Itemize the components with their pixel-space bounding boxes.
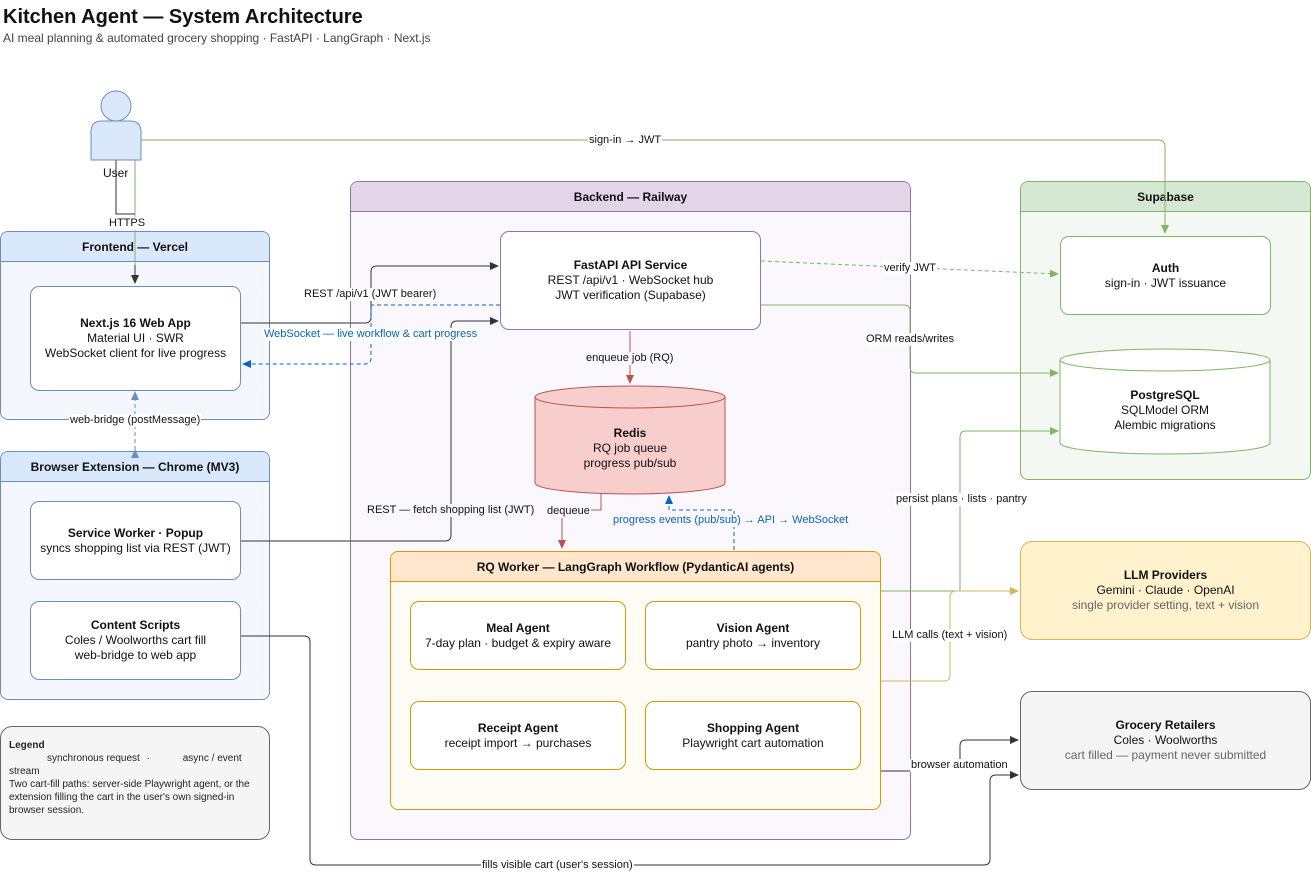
receipt-agent-title: Receipt Agent <box>477 720 559 735</box>
auth-title: Auth <box>1151 260 1180 275</box>
retailers-title: Grocery Retailers <box>1115 718 1216 732</box>
content-scripts-line: web-bridge to web app <box>74 648 197 662</box>
legend-async-label: async / event <box>182 753 242 764</box>
shopping-agent-title: Shopping Agent <box>706 720 800 735</box>
postgres-line: SQLModel ORM <box>1120 402 1210 417</box>
redis-node: Redis RQ job queue progress pub/sub <box>535 418 725 478</box>
edge-label-rest-api: REST /api/v1 (JWT bearer) <box>303 288 438 301</box>
service-worker-node: Service Worker · Popup syncs shopping li… <box>30 501 241 580</box>
legend-row: synchronous request · async / event <box>9 752 261 765</box>
legend-title: Legend <box>9 740 45 751</box>
edge-label-progress-events: progress events (pub/sub) → API → WebSoc… <box>612 514 850 527</box>
edge-label-verify-jwt: verify JWT <box>883 262 937 275</box>
legend-note: Two cart-fill paths: server-side Playwri… <box>9 779 250 816</box>
edge-label-persist: persist plans · lists · pantry <box>895 493 1028 506</box>
retailers-node: Grocery Retailers Coles · Woolworths car… <box>1020 691 1311 790</box>
edge-label-web-bridge: web-bridge (postMessage) <box>69 414 202 427</box>
fastapi-line: JWT verification (Supabase) <box>555 288 706 302</box>
postgres-node: PostgreSQL SQLModel ORM Alembic migratio… <box>1060 380 1270 440</box>
user-label: User <box>103 166 129 180</box>
auth-node: Auth sign-in · JWT issuance <box>1060 236 1271 315</box>
vision-agent-title: Vision Agent <box>716 620 790 635</box>
fastapi-line: REST /api/v1 · WebSocket hub <box>547 273 714 287</box>
redis-line: progress pub/sub <box>583 455 677 470</box>
webapp-title: Next.js 16 Web App <box>80 316 191 330</box>
worker-container-title: RQ Worker — LangGraph Workflow (Pydantic… <box>391 552 880 582</box>
page-subtitle: AI meal planning & automated grocery sho… <box>3 31 431 45</box>
edge-label-dequeue: dequeue <box>546 505 591 518</box>
meal-agent-node: Meal Agent 7-day plan · budget & expiry … <box>410 601 626 670</box>
edge-label-orm: ORM reads/writes <box>865 333 956 346</box>
postgres-line: Alembic migrations <box>1114 417 1216 432</box>
edge-label-rest-fetch: REST — fetch shopping list (JWT) <box>366 504 536 517</box>
service-worker-title: Service Worker · Popup <box>67 525 204 540</box>
meal-agent-title: Meal Agent <box>486 620 550 635</box>
fastapi-title: FastAPI API Service <box>573 258 688 272</box>
receipt-agent-node: Receipt Agent receipt import → purchases <box>410 701 626 770</box>
retailers-line: cart filled — payment never submitted <box>1064 748 1267 762</box>
edge-label-https: HTTPS <box>108 217 147 230</box>
fastapi-node: FastAPI API Service REST /api/v1 · WebSo… <box>500 231 761 330</box>
edge-progress-events <box>665 495 735 550</box>
llm-node: LLM Providers Gemini · Claude · OpenAI s… <box>1020 541 1311 640</box>
auth-line: sign-in · JWT issuance <box>1104 275 1227 290</box>
legend-sync-label: synchronous request <box>47 753 140 764</box>
llm-line: single provider setting, text + vision <box>1071 598 1260 612</box>
vision-agent-line: pantry photo → inventory <box>685 635 821 650</box>
meal-agent-line: 7-day plan · budget & expiry aware <box>424 635 612 650</box>
postgres-title: PostgreSQL <box>1130 387 1200 402</box>
edge-dequeue <box>558 494 602 549</box>
webapp-line: Material UI · SWR <box>87 331 184 345</box>
edge-label-llm-calls: LLM calls (text + vision) <box>891 629 1009 642</box>
edge-label-websocket: WebSocket — live workflow & cart progres… <box>263 328 479 341</box>
redis-title: Redis <box>613 425 647 440</box>
retailers-line: Coles · Woolworths <box>1113 733 1218 747</box>
receipt-agent-line: receipt import → purchases <box>444 735 592 750</box>
content-scripts-title: Content Scripts <box>90 618 181 632</box>
edge-sign-in <box>134 139 1169 265</box>
edge-persist <box>881 427 1059 592</box>
page-title: Kitchen Agent — System Architecture <box>3 6 363 28</box>
edge-rest-fetch <box>241 317 499 542</box>
service-worker-line: syncs shopping list via REST (JWT) <box>40 540 231 555</box>
redis-shape <box>534 385 726 495</box>
webapp-line: WebSocket client for live progress <box>44 346 227 360</box>
content-scripts-line: Coles / Woolworths cart fill <box>64 633 207 647</box>
edge-websocket <box>242 304 500 368</box>
legend-box: Legend synchronous request · async / eve… <box>0 726 270 840</box>
edge-label-browser-automation: browser automation <box>910 759 1009 772</box>
edge-label-enqueue: enqueue job (RQ) <box>585 352 675 365</box>
shopping-agent-line: Playwright cart automation <box>682 735 824 750</box>
backend-container-title: Backend — Railway <box>351 182 910 212</box>
edge-label-sign-in: sign-in → JWT <box>588 134 663 147</box>
llm-line: Gemini · Claude · OpenAI <box>1096 583 1235 597</box>
edge-fills-cart <box>241 635 1019 866</box>
legend-separator: · <box>146 753 150 764</box>
llm-title: LLM Providers <box>1123 568 1208 582</box>
postgres-shape <box>1059 348 1271 455</box>
content-scripts-node: Content Scripts Coles / Woolworths cart … <box>30 601 241 680</box>
edge-label-fills-cart: fills visible cart (user's session) <box>481 859 634 872</box>
vision-agent-node: Vision Agent pantry photo → inventory <box>645 601 861 670</box>
shopping-agent-node: Shopping Agent Playwright cart automatio… <box>645 701 861 770</box>
webapp-node: Next.js 16 Web App Material UI · SWR Web… <box>30 286 241 391</box>
user-icon <box>90 90 142 161</box>
legend-stream-label: stream <box>9 766 40 777</box>
edge-browser-automation <box>881 736 1019 772</box>
redis-line: RQ job queue <box>592 440 668 455</box>
